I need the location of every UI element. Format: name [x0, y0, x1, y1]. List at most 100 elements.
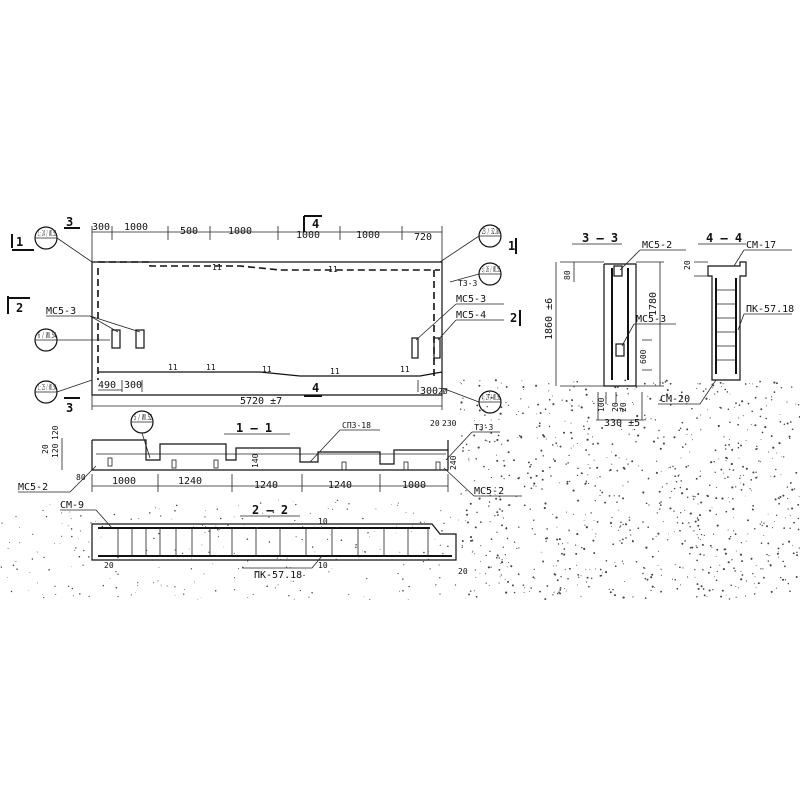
- leader-mc5-right: [415, 303, 504, 341]
- s22-dim-20-b: 20: [458, 567, 468, 576]
- callout-5: 5 / ИО.52: [130, 410, 154, 459]
- s11-dim-1240-a: 1240: [178, 476, 202, 487]
- cut-4-bottom: 4: [312, 381, 319, 395]
- embedded-part-mc53-a: [111, 329, 121, 349]
- section-3-3-rebar: [611, 268, 629, 380]
- s33-height-total: 1860 ±6: [544, 298, 555, 340]
- section-2-2: 2 — 2 СМ-9 ПК-57.18 10 10 20 20: [60, 500, 468, 581]
- section-2-2-title: 2 — 2: [252, 503, 288, 517]
- bottom-dim-lines: [91, 378, 443, 410]
- scan-noise: [0, 379, 800, 601]
- section-3-3-outline: [603, 263, 637, 387]
- s22-label-pk: ПК-57.18: [254, 570, 302, 581]
- cut-2-left-mark: [7, 296, 30, 314]
- dim-490: 490: [98, 380, 116, 391]
- svg-text:1; 24 / ИО.53: 1; 24 / ИО.53: [38, 229, 56, 238]
- embedded-part-mc54: [433, 337, 441, 359]
- s11-right-dim-a: 20: [430, 419, 440, 428]
- s44-label-pk: ПК-57.18: [746, 304, 794, 315]
- svg-text:11: 11: [328, 265, 338, 274]
- label-mc54: МС5-4: [456, 310, 486, 321]
- s11-leader-mc52-right: [443, 467, 522, 497]
- dim-300: 300: [92, 222, 110, 233]
- section-2-2-stirrups: [117, 528, 429, 556]
- cut-1-left: 1: [16, 235, 23, 249]
- dim-500: 500: [180, 226, 198, 237]
- dim-300-right: 300: [420, 386, 438, 397]
- plan-outline: [91, 261, 443, 396]
- dim-1000-b: 1000: [228, 226, 252, 237]
- s33-label-mc53: МС5-3: [636, 314, 666, 325]
- dim-1000-d: 1000: [356, 230, 380, 241]
- s11-label-t33: Т3-3: [474, 423, 493, 432]
- s11-dim-1240-c: 1240: [328, 480, 352, 491]
- s11-dim-1000-b: 1000: [402, 480, 426, 491]
- cut-4-top: 4: [312, 217, 319, 231]
- dim-720: 720: [414, 232, 432, 243]
- s33-width-20-a: 20: [611, 402, 620, 412]
- dim-300-left: 300: [124, 380, 142, 391]
- s44-label-cm20: СМ-20: [660, 394, 690, 405]
- s11-left-dim-b: 120: [51, 443, 60, 458]
- s33-width-total: 330 ±5: [604, 418, 640, 429]
- section-3-3: 3 — 3 1860 ±6 1780 600 80 МС5-2 МС5-3 33…: [544, 231, 686, 429]
- s33-bottom-dims: [596, 392, 644, 421]
- s44-label-cm17: СМ-17: [746, 240, 776, 251]
- embedded-part-mc53-b: [135, 329, 145, 349]
- svg-text:23 / 32.80: 23 / 32.80: [482, 227, 500, 236]
- s33-width-100: 100: [597, 397, 606, 412]
- plan-view: 11 11 11 11 11 11 11 300 1000 500 1000 1…: [7, 215, 521, 415]
- s44-dim-lines: [694, 261, 708, 277]
- callout-26: 3; 26 / ИО.55: [449, 262, 502, 286]
- s11-right-dim-c: 240: [449, 455, 458, 470]
- s44-dim-20: 20: [683, 260, 692, 270]
- callout-25: 1; 25 / ИО.54: [34, 379, 93, 404]
- section-1-1-holes: [107, 457, 441, 471]
- dim-total-length: 5720 ±7: [240, 396, 282, 407]
- callout-1: 1; 24 / ИО.53: [34, 226, 93, 263]
- s11-label-mc52-left: МС5-2: [18, 482, 48, 493]
- s44-leader-pk: [737, 313, 792, 331]
- svg-text:11: 11: [400, 365, 410, 374]
- s33-leader-mc52: [619, 249, 686, 271]
- s33-leader-mc53: [621, 323, 676, 347]
- s11-label-cp: СПЗ-18: [342, 421, 371, 430]
- s33-label-mc52: МС5-2: [642, 240, 672, 251]
- svg-text:11: 11: [262, 365, 272, 374]
- s33-embedded-top: [613, 265, 623, 277]
- leader-mc53-left: [46, 315, 141, 333]
- s11-dim-1000-a: 1000: [112, 476, 136, 487]
- s22-dim-20-a: 20: [104, 561, 114, 570]
- s44-leader-cm17: [733, 249, 792, 267]
- svg-text:6 / ИО.54: 6 / ИО.54: [38, 331, 56, 340]
- section-1-1: 1 — 1 5 / ИО.52 1000 1240 1240 1240 1000…: [18, 410, 522, 497]
- s11-left-dim-c: 20: [41, 444, 50, 454]
- section-4-4-outline: [707, 261, 747, 381]
- s11-leader-t33: [445, 431, 500, 461]
- s44-leader-cm20: [658, 379, 717, 405]
- s11-leader-cp: [309, 429, 380, 463]
- section-2-2-rebar: [98, 527, 452, 557]
- label-mc53-right: МС5-3: [456, 294, 486, 305]
- s22-label-cm9: СМ-9: [60, 500, 84, 511]
- dim-1000-c: 1000: [296, 230, 320, 241]
- svg-text:3; 26 / ИО.55: 3; 26 / ИО.55: [482, 265, 500, 274]
- section-1-1-outline: [91, 439, 449, 471]
- s22-dim-10-b: 10: [318, 561, 328, 570]
- s11-dim-80: 80: [76, 473, 86, 482]
- svg-text:1; 25 / ИО.54: 1; 25 / ИО.54: [38, 383, 56, 392]
- section-1-1-title: 1 — 1: [236, 421, 272, 435]
- dim-2o: 2Ø: [438, 386, 448, 396]
- s11-right-dim-b: 230: [442, 419, 457, 428]
- label-t33: Т3-3: [458, 279, 477, 288]
- cut-2-left: 2: [16, 301, 23, 315]
- svg-text:5 / ИО.52: 5 / ИО.52: [134, 413, 152, 422]
- label-mc53-left: МС5-3: [46, 306, 76, 317]
- plan-bottom-inner: [98, 371, 443, 377]
- cut-4-top-mark: [303, 215, 322, 232]
- callout-27: 4; 27 / ИО.56: [441, 387, 502, 414]
- dim-1000-a: 1000: [124, 222, 148, 233]
- s11-left-dim-a: 120: [51, 425, 60, 440]
